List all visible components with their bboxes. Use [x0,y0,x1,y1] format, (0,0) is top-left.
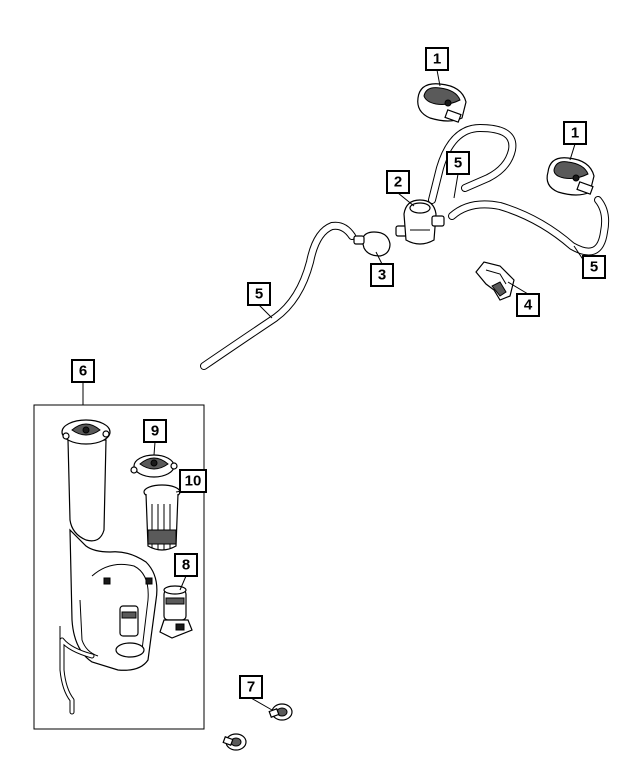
leader-lines [82,69,587,711]
push-pin-lower[interactable] [222,733,247,751]
callout-5-long: 5 [247,282,271,306]
callout-4: 4 [516,293,540,317]
callout-9: 9 [143,419,167,443]
callout-5-right: 5 [582,255,606,279]
check-valve[interactable] [395,199,445,245]
callout-label: 5 [255,286,263,303]
hose-upper-left[interactable] [428,124,517,204]
callout-2: 2 [386,170,410,194]
callout-label: 1 [571,125,579,142]
callout-label: 5 [590,259,598,276]
callout-3: 3 [370,263,394,287]
callout-10: 10 [179,469,207,493]
callout-label: 1 [433,51,441,68]
hose-long[interactable] [200,221,356,370]
callout-6: 6 [71,359,95,383]
push-pin-upper[interactable] [268,703,293,721]
callout-label: 8 [182,557,190,574]
washer-pump[interactable] [159,585,193,639]
callout-label: 6 [79,363,87,380]
callout-label: 10 [185,473,202,490]
hose-upper-right[interactable] [448,196,610,256]
reservoir-boundary-box [33,404,205,730]
callout-8: 8 [174,553,198,577]
callout-1-right: 1 [563,121,587,145]
reservoir-cap[interactable] [130,454,178,478]
hose-clip[interactable] [475,261,515,301]
callout-1-left: 1 [425,47,449,71]
washer-reservoir[interactable] [59,419,158,715]
hose-elbow[interactable] [353,231,391,257]
callout-label: 7 [247,679,255,696]
callout-label: 9 [151,423,159,440]
callout-label: 5 [454,155,462,172]
washer-nozzle-left[interactable] [417,83,467,123]
callout-label: 2 [394,174,402,191]
strainer[interactable] [143,484,181,551]
callout-7: 7 [239,675,263,699]
callout-5-upper: 5 [446,151,470,175]
callout-label: 3 [378,267,386,284]
washer-nozzle-right[interactable] [546,157,595,196]
callout-label: 4 [524,297,533,314]
